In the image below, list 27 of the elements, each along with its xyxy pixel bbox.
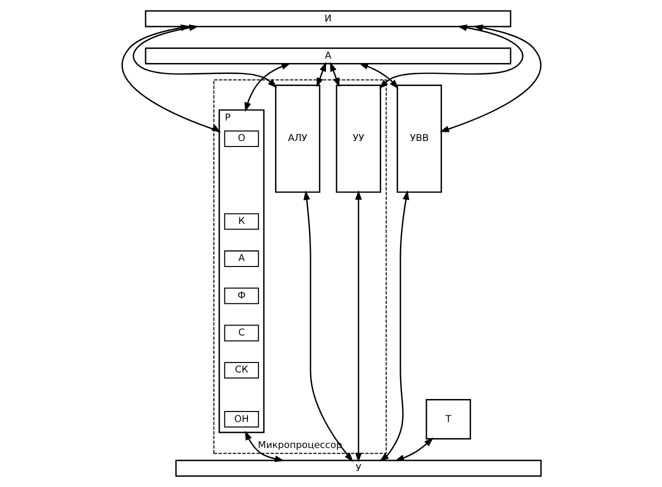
arrow (439, 24, 541, 132)
node-box: ОН (224, 410, 258, 428)
node-box: СК (224, 362, 258, 379)
arrow (354, 190, 362, 462)
node-box: О (224, 130, 258, 147)
node-box: А (144, 47, 511, 64)
arrow (330, 62, 340, 88)
arrow (358, 63, 398, 89)
arrow (302, 190, 353, 462)
node-box: АЛУ (274, 84, 320, 193)
arrow (316, 62, 326, 88)
arrow (394, 438, 433, 462)
node-box: УУ (335, 84, 381, 193)
node-box: С (224, 324, 258, 342)
node-box: К (224, 213, 258, 230)
arrow (132, 24, 277, 88)
node-box: А (224, 250, 258, 267)
node-box: У (174, 460, 542, 477)
node-box: Ф (224, 288, 258, 304)
arrow (378, 24, 523, 89)
arrow (244, 63, 290, 112)
node-box: УВВ (396, 84, 442, 193)
arrow (121, 24, 220, 133)
node-box: Т (425, 398, 471, 440)
arrow (378, 190, 409, 462)
node-box: И (144, 10, 511, 28)
arrow (244, 430, 284, 462)
